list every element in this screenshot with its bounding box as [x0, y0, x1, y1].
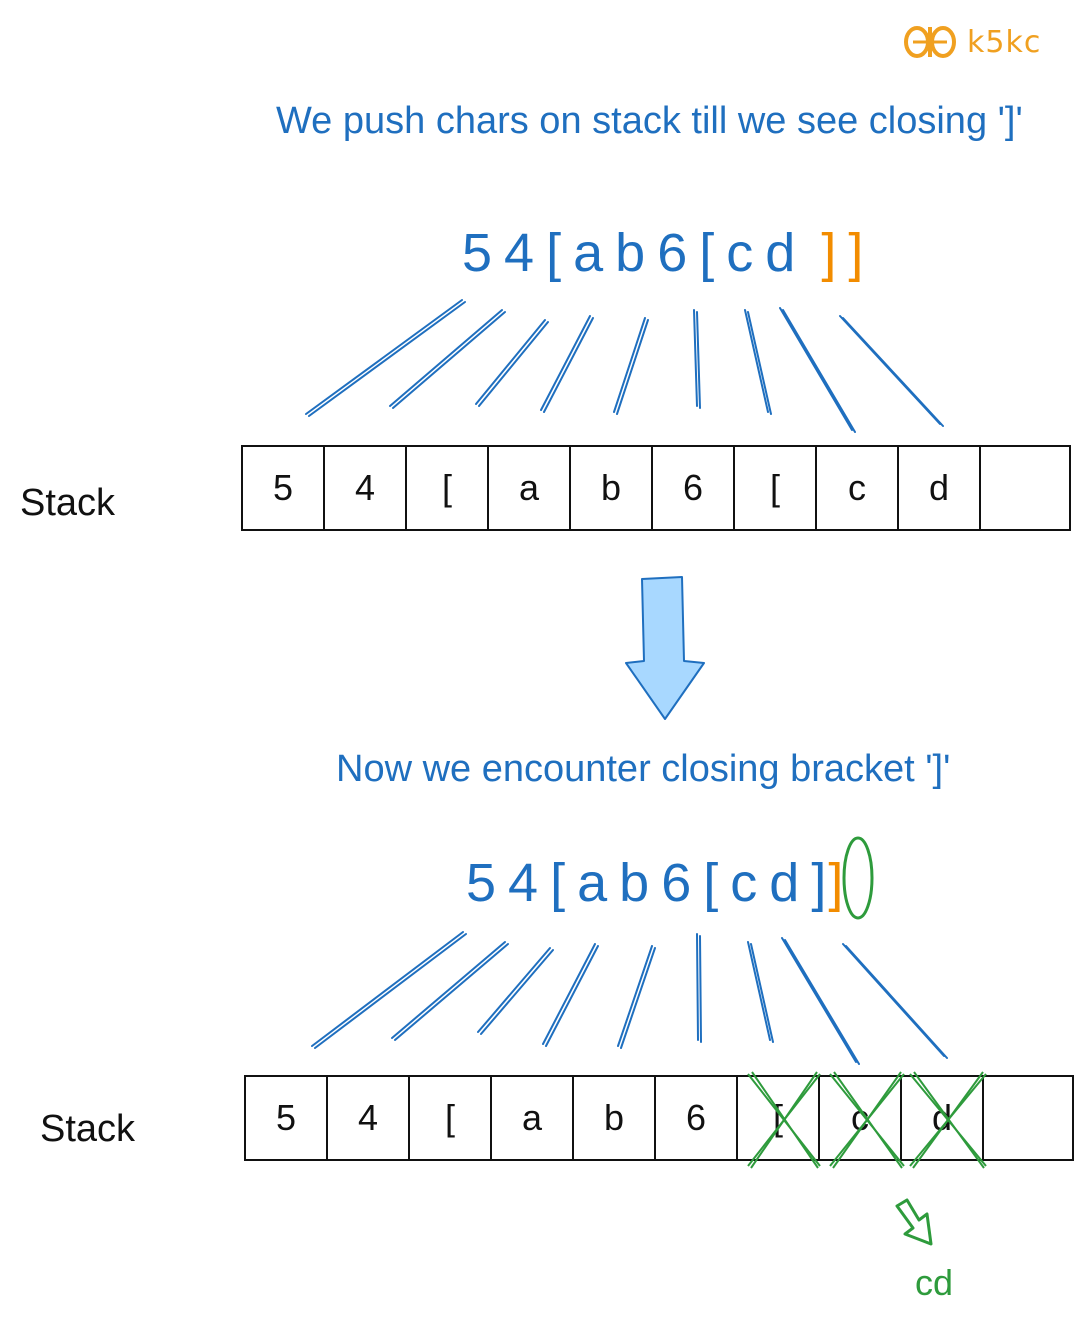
connector-line [540, 315, 591, 411]
connector-line [842, 317, 944, 427]
connector-line [696, 933, 699, 1041]
stack-cell: c [820, 1077, 902, 1159]
expression-token: a [577, 853, 608, 913]
connector-line [545, 945, 599, 1047]
connector-line [543, 317, 594, 413]
connector-line [613, 317, 646, 413]
connector-line [620, 947, 656, 1049]
expression-token: 4 [508, 853, 539, 913]
expression-token: 6 [657, 223, 688, 283]
circle-mark [842, 836, 874, 920]
connector-line [478, 321, 549, 407]
expression-token: ] [811, 853, 827, 913]
down-arrow-icon [625, 576, 705, 720]
expression-token: 5 [466, 853, 497, 913]
connector-line [480, 949, 554, 1035]
stack-cell [984, 1077, 1066, 1159]
stack-cell: [ [407, 447, 489, 529]
stack-cell: [ [735, 447, 817, 529]
connector-line [842, 943, 945, 1057]
expression-token: c [730, 853, 758, 913]
stack-cell: c [817, 447, 899, 529]
connector-line [305, 299, 463, 415]
expression-token: c [726, 223, 754, 283]
expression-token: b [619, 853, 650, 913]
stack-cell: [ [738, 1077, 820, 1159]
connector-line [744, 309, 769, 413]
expression-token: 6 [661, 853, 692, 913]
expression-token: 4 [504, 223, 535, 283]
stack-cell: a [489, 447, 571, 529]
connector-line [781, 937, 857, 1063]
connector-line [747, 311, 772, 415]
connector-line [696, 311, 701, 409]
connector-line [784, 939, 860, 1065]
stack-cell: 4 [328, 1077, 410, 1159]
expression-token: [ [550, 853, 566, 913]
stack-cell: d [899, 447, 981, 529]
expression-token: ] [821, 223, 837, 283]
stack-cell: b [574, 1077, 656, 1159]
result-text: cd [915, 1262, 954, 1303]
stack-cell: b [571, 447, 653, 529]
expression-token: [ [703, 853, 719, 913]
connector-line [308, 301, 466, 417]
stack-cell: 5 [246, 1077, 328, 1159]
connector-line [693, 309, 698, 407]
connector-line [750, 943, 774, 1043]
connector-line [311, 931, 464, 1047]
expression-token: [ [546, 223, 562, 283]
expression-token: 5 [462, 223, 493, 283]
connector-line [389, 309, 503, 407]
step2-stack-label: Stack [40, 1108, 136, 1150]
connector-line [542, 943, 596, 1045]
expression-token: ] [828, 853, 844, 913]
stack-cell: a [492, 1077, 574, 1159]
stack-cell: 6 [656, 1077, 738, 1159]
step2-caption: Now we encounter closing bracket ']' [336, 748, 951, 790]
result-arrow-icon [895, 1198, 933, 1246]
connector-line [617, 945, 653, 1047]
connector-line [391, 941, 506, 1039]
logo: k5kc [903, 24, 1041, 60]
connector-line [845, 945, 948, 1059]
step1-stack-label: Stack [20, 482, 116, 524]
connector-line [839, 315, 941, 425]
connector-line [616, 319, 649, 415]
logo-text: k5kc [967, 24, 1042, 60]
connector-line [394, 943, 509, 1041]
stack-cell: 5 [243, 447, 325, 529]
stack-cell: d [902, 1077, 984, 1159]
stack-cell: [ [410, 1077, 492, 1159]
expression-token: d [765, 223, 796, 283]
expression-token: [ [699, 223, 715, 283]
butterfly-logo-icon [904, 26, 956, 58]
stack-cell [981, 447, 1063, 529]
connector-line [782, 309, 856, 433]
stack-cell: 6 [653, 447, 735, 529]
expression-token: d [769, 853, 800, 913]
stack-cell: 4 [325, 447, 407, 529]
step1-caption: We push chars on stack till we see closi… [276, 100, 1023, 142]
connector-line [699, 935, 702, 1043]
connector-line [477, 947, 551, 1033]
connector-line [314, 933, 467, 1049]
connector-line [747, 941, 771, 1041]
expression-token: b [615, 223, 646, 283]
expression-token: a [573, 223, 604, 283]
connector-line [392, 311, 506, 409]
connector-line [475, 319, 546, 405]
connector-line [779, 307, 853, 431]
expression-token: ] [848, 223, 864, 283]
